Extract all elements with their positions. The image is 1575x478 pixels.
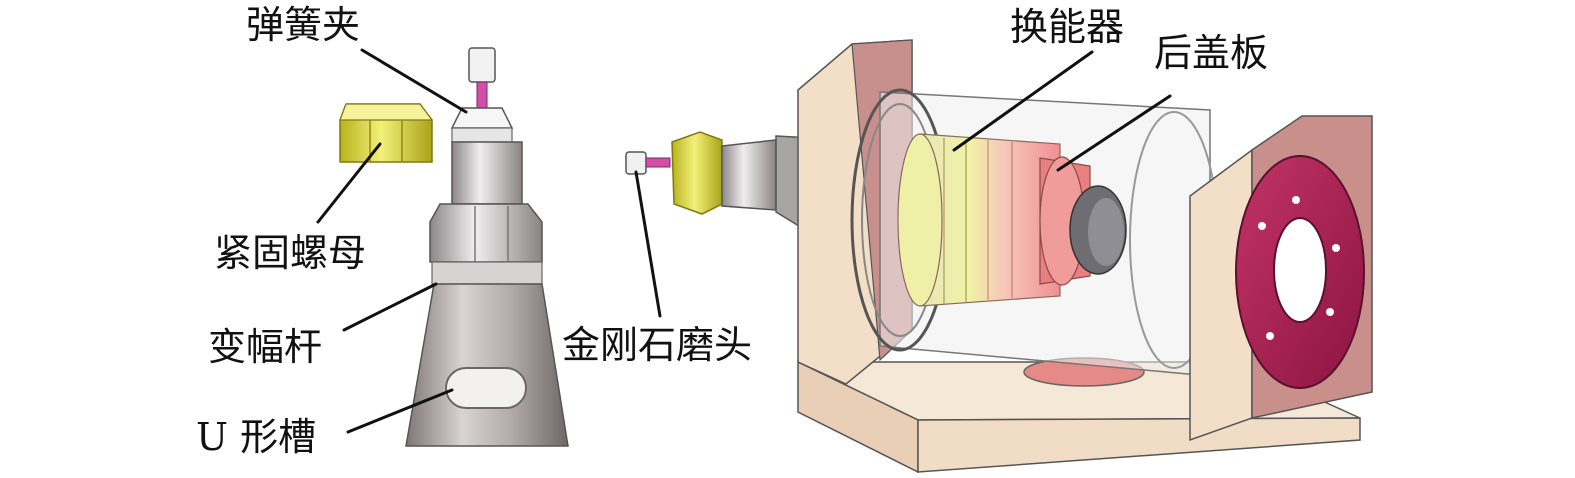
spindle-lock-nut — [671, 131, 723, 215]
label-u-slot: U 形槽 — [196, 415, 316, 459]
labels: 弹簧夹 紧固螺母 变幅杆 U 形槽 金刚石磨头 换能器 后盖板 — [196, 3, 1268, 459]
collet — [450, 107, 514, 129]
u-slot — [445, 367, 527, 409]
label-diamond-tool: 金刚石磨头 — [562, 323, 752, 367]
leader-horn — [342, 282, 438, 332]
label-collet: 弹簧夹 — [246, 3, 360, 47]
label-transducer: 换能器 — [1010, 5, 1124, 49]
spindle-front — [721, 139, 777, 211]
tool-shank-top — [468, 47, 496, 83]
tool-tip — [476, 81, 488, 109]
right-assembly — [625, 39, 1373, 474]
leader-lock-nut — [316, 142, 382, 224]
label-lock-nut: 紧固螺母 — [214, 231, 366, 275]
horn-hex — [429, 203, 543, 263]
leader-collet — [360, 48, 468, 114]
label-horn: 变幅杆 — [208, 325, 322, 369]
left-assembly — [339, 47, 569, 447]
diamond-tool-shank — [645, 157, 671, 168]
leader-lines — [316, 48, 1172, 434]
frame-base-right — [917, 417, 1361, 473]
lock-nut — [339, 103, 434, 163]
flange-hole — [1273, 217, 1327, 323]
leader-transducer — [952, 50, 1094, 152]
leader-back-cover — [1056, 94, 1172, 172]
horn-body — [405, 283, 569, 447]
leader-diamond-tool — [634, 170, 662, 318]
label-back-cover: 后盖板 — [1154, 31, 1268, 75]
horn-collar — [431, 261, 543, 285]
collet-holder — [451, 141, 523, 205]
leader-u-slot — [346, 388, 454, 434]
collet-ring — [451, 127, 513, 143]
